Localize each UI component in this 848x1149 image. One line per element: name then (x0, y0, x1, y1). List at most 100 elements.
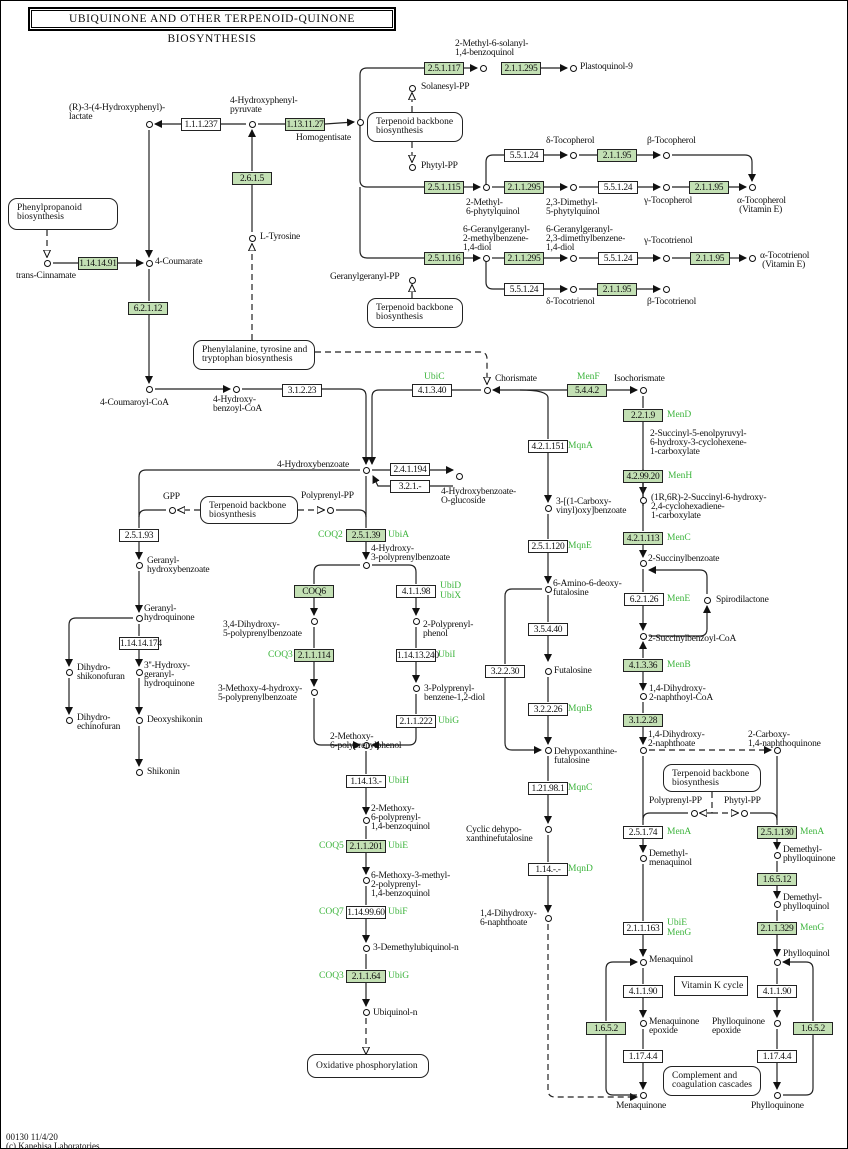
gene-label[interactable]: COQ7 (319, 907, 344, 917)
enzyme-box[interactable]: 2.1.1.95 (597, 148, 637, 162)
enzyme-box[interactable]: 3.2.1.- (390, 479, 430, 493)
compound-node[interactable] (690, 809, 698, 817)
gene-label[interactable]: MenC (667, 533, 691, 543)
compound-node[interactable] (639, 958, 647, 966)
compound-node[interactable] (310, 617, 318, 625)
compound-node[interactable] (639, 692, 647, 700)
gene-label[interactable]: MqnE (568, 541, 592, 551)
pathway-map-link[interactable]: Terpenoid backbone biosynthesis (663, 764, 761, 792)
compound-node[interactable] (544, 585, 552, 593)
compound-node[interactable] (639, 632, 647, 640)
enzyme-box[interactable]: 5.5.1.24 (598, 251, 638, 265)
gene-label[interactable]: UbiC (424, 372, 445, 382)
enzyme-box[interactable]: 3.1.2.23 (282, 383, 322, 397)
compound-node[interactable] (639, 1091, 647, 1099)
compound-node[interactable] (310, 688, 318, 696)
pathway-map-link[interactable]: Oxidative phosphorylation (307, 1054, 429, 1078)
compound-node[interactable] (773, 1091, 781, 1099)
compound-node[interactable] (326, 506, 334, 514)
enzyme-box[interactable]: 3.1.2.28 (623, 713, 663, 727)
enzyme-box[interactable]: COQ6 (294, 584, 334, 598)
compound-node[interactable] (639, 1019, 647, 1027)
pathway-map-link[interactable]: Terpenoid backbone biosynthesis (200, 496, 298, 524)
enzyme-box[interactable]: 3.5.4.40 (528, 622, 568, 636)
compound-node[interactable] (639, 559, 647, 567)
pathway-map-link[interactable]: Terpenoid backbone biosynthesis (367, 112, 463, 142)
gene-label[interactable]: COQ5 (319, 841, 344, 851)
compound-node[interactable] (408, 163, 416, 171)
enzyme-box[interactable]: 2.4.1.194 (390, 462, 430, 476)
enzyme-box[interactable]: 2.1.1.295 (504, 251, 544, 265)
gene-label[interactable]: MqnC (568, 783, 593, 793)
compound-node[interactable] (662, 151, 670, 159)
compound-node[interactable] (168, 506, 176, 514)
enzyme-box[interactable]: 1.14.13.240 (396, 648, 439, 662)
gene-label[interactable]: UbiD UbiX (440, 581, 462, 601)
pathway-map-link[interactable]: Phenylpropanoid biosynthesis (8, 198, 118, 230)
enzyme-box[interactable]: 1.14.-.- (528, 862, 568, 876)
gene-label[interactable]: MenD (667, 410, 692, 420)
enzyme-box[interactable]: 2.5.1.115 (424, 180, 464, 194)
compound-node[interactable] (639, 854, 647, 862)
enzyme-box[interactable]: 2.2.1.9 (623, 408, 663, 422)
compound-node[interactable] (362, 466, 370, 474)
compound-node[interactable] (569, 64, 577, 72)
enzyme-box[interactable]: 5.4.4.2 (567, 383, 607, 397)
enzyme-box[interactable]: 5.5.1.24 (598, 180, 638, 194)
compound-node[interactable] (362, 561, 370, 569)
enzyme-box[interactable]: 1.17.4.4 (757, 1049, 797, 1063)
compound-node[interactable] (482, 254, 490, 262)
compound-node[interactable] (748, 183, 756, 191)
enzyme-box[interactable]: 1.6.5.2 (586, 1021, 626, 1035)
compound-node[interactable] (569, 151, 577, 159)
compound-node[interactable] (145, 120, 153, 128)
enzyme-box[interactable]: 2.5.1.117 (424, 61, 464, 75)
gene-label[interactable]: MqnA (568, 441, 593, 451)
enzyme-box[interactable]: 1.21.98.1 (528, 781, 568, 795)
gene-label[interactable]: COQ3 (319, 971, 344, 981)
enzyme-box[interactable]: 1.13.11.27 (285, 117, 325, 131)
enzyme-box[interactable]: 2.5.1.39 (346, 528, 386, 542)
gene-label[interactable]: MqnB (568, 704, 593, 714)
compound-node[interactable] (748, 254, 756, 262)
compound-node[interactable] (408, 84, 416, 92)
gene-label[interactable]: MenE (667, 594, 691, 604)
enzyme-box[interactable]: 5.5.1.24 (504, 148, 544, 162)
enzyme-box[interactable]: 4.1.1.90 (757, 984, 797, 998)
enzyme-box[interactable]: 1.14.14.174 (119, 636, 162, 650)
compound-node[interactable] (408, 276, 416, 284)
enzyme-box[interactable]: 1.17.4.4 (623, 1049, 663, 1063)
compound-node[interactable] (362, 816, 370, 824)
compound-node[interactable] (43, 259, 51, 267)
compound-node[interactable] (145, 259, 153, 267)
compound-node[interactable] (662, 285, 670, 293)
enzyme-box[interactable]: 2.1.1.295 (504, 180, 544, 194)
compound-node[interactable] (362, 741, 370, 749)
gene-label[interactable]: UbiI (438, 650, 456, 660)
enzyme-box[interactable]: 2.1.1.201 (346, 839, 386, 853)
enzyme-box[interactable]: 2.5.1.93 (119, 528, 159, 542)
compound-node[interactable] (773, 900, 781, 908)
enzyme-box[interactable]: 2.5.1.120 (528, 539, 568, 553)
enzyme-box[interactable]: 5.5.1.24 (504, 282, 544, 296)
gene-label[interactable]: MenF (577, 372, 600, 382)
compound-node[interactable] (569, 285, 577, 293)
compound-node[interactable] (248, 234, 256, 242)
compound-node[interactable] (740, 809, 748, 817)
compound-node[interactable] (569, 183, 577, 191)
gene-label[interactable]: UbiF (388, 907, 408, 917)
pathway-map-link[interactable]: Terpenoid backbone biosynthesis (367, 298, 463, 328)
compound-node[interactable] (773, 1019, 781, 1027)
enzyme-box[interactable]: 4.1.3.40 (412, 383, 452, 397)
compound-node[interactable] (135, 614, 143, 622)
enzyme-box[interactable]: 2.6.1.5 (232, 171, 272, 185)
compound-node[interactable] (662, 254, 670, 262)
compound-node[interactable] (544, 504, 552, 512)
enzyme-box[interactable]: 6.2.1.26 (624, 592, 664, 606)
compound-node[interactable] (569, 254, 577, 262)
compound-node[interactable] (773, 851, 781, 859)
enzyme-box[interactable]: 1.14.14.91 (78, 256, 118, 270)
compound-node[interactable] (544, 667, 552, 675)
gene-label[interactable]: MenB (667, 660, 691, 670)
enzyme-box[interactable]: 2.1.1.295 (501, 61, 541, 75)
